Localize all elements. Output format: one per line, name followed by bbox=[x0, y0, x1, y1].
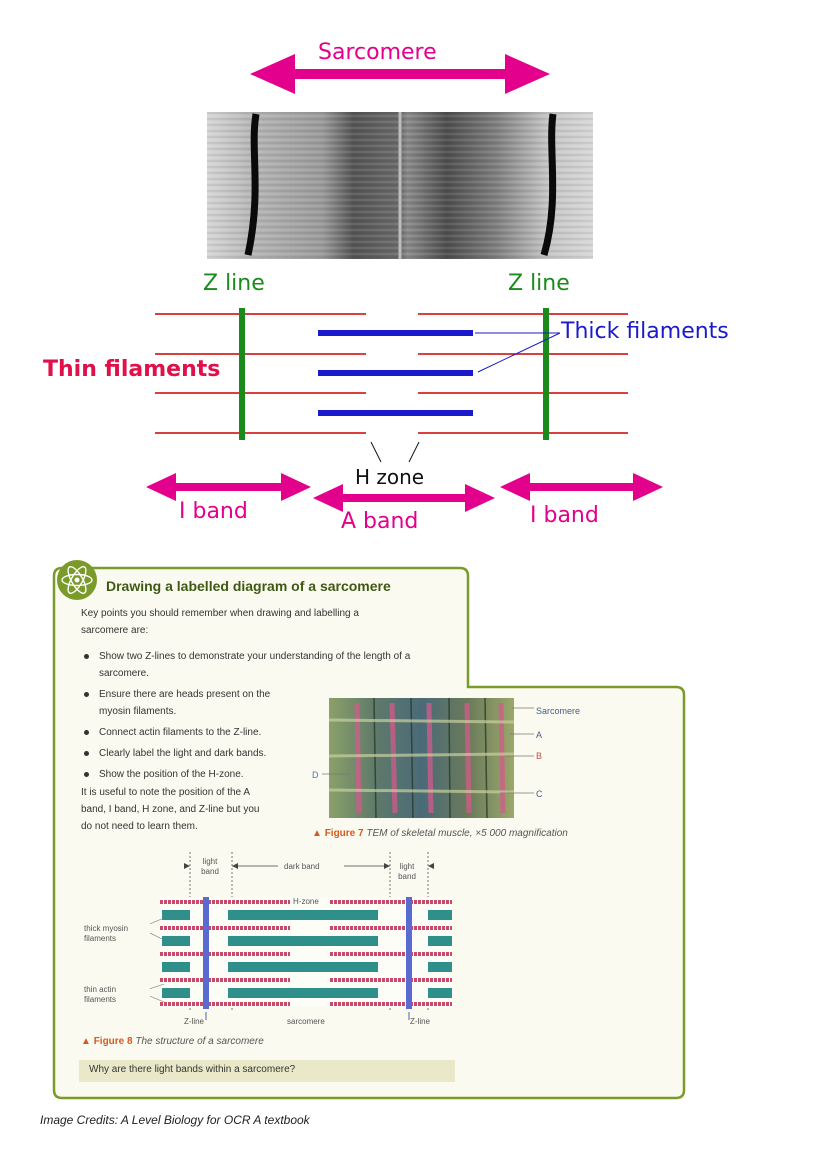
fig8-sarcomere: sarcomere bbox=[287, 1017, 325, 1026]
thin-filaments-label: Thin filaments bbox=[43, 357, 221, 382]
fig8-light-band-left: light band bbox=[201, 857, 219, 876]
fig8-h-zone: H-zone bbox=[293, 897, 319, 906]
i-band-left-label: I band bbox=[179, 499, 248, 524]
fig7-label-c: C bbox=[536, 789, 543, 799]
fig8-caption-number: Figure 8 bbox=[93, 1036, 133, 1047]
key-point: Ensure there are heads present on the my… bbox=[81, 686, 294, 720]
z-line-bars bbox=[203, 897, 412, 1009]
fig8-thick-myosin: thick myosin filaments bbox=[84, 924, 129, 943]
actin-filaments bbox=[160, 900, 452, 1006]
figure-7-pointers bbox=[322, 707, 534, 794]
figure-8-caption: ▲ Figure 8 The structure of a sarcomere bbox=[81, 1036, 264, 1047]
fig7-caption-number: Figure 7 bbox=[324, 828, 364, 839]
textbook-note: It is useful to note the position of the… bbox=[81, 787, 260, 832]
z-line-left-label: Z line bbox=[203, 271, 265, 296]
fig7-sarcomere-label: Sarcomere bbox=[536, 706, 581, 716]
sarcomere-label: Sarcomere bbox=[318, 40, 437, 65]
i-band-left-arrow bbox=[146, 473, 311, 501]
thick-filaments-lines bbox=[318, 330, 473, 416]
fig7-label-a: A bbox=[536, 730, 543, 740]
question-text: Why are there light bands within a sarco… bbox=[89, 1064, 296, 1075]
fig8-dark-band: dark band bbox=[284, 862, 320, 871]
fig7-label-b: B bbox=[536, 751, 543, 761]
a-band-label: A band bbox=[341, 509, 419, 534]
micrograph bbox=[207, 112, 593, 259]
sarcomere-top-diagram bbox=[146, 54, 663, 512]
h-zone-label: H zone bbox=[355, 465, 425, 489]
textbook-intro: Key points you should remember when draw… bbox=[81, 608, 359, 636]
fig8-caption-text: The structure of a sarcomere bbox=[135, 1036, 264, 1047]
i-band-right-label: I band bbox=[530, 503, 599, 528]
fig7-caption-text: TEM of skeletal muscle, ×5 000 magnifica… bbox=[366, 828, 568, 839]
fig8-z-line-left: Z-line bbox=[184, 1017, 205, 1026]
thick-filaments-label: Thick filaments bbox=[561, 319, 729, 344]
z-line-right-label: Z line bbox=[508, 271, 570, 296]
thin-filaments-lines bbox=[155, 313, 628, 434]
fig8-z-line-right: Z-line bbox=[410, 1017, 431, 1026]
figure-8-sarcomere-diagram bbox=[150, 852, 452, 1020]
a-band-arrow bbox=[313, 484, 495, 512]
z-lines bbox=[239, 308, 549, 440]
fig7-label-d: D bbox=[312, 770, 319, 780]
atom-icon bbox=[57, 560, 97, 600]
image-credits: Image Credits: A Level Biology for OCR A… bbox=[40, 1113, 310, 1127]
i-band-right-arrow bbox=[500, 473, 663, 501]
question-box: Why are there light bands within a sarco… bbox=[79, 1060, 455, 1082]
key-point: Connect actin filaments to the Z-line. bbox=[81, 724, 451, 741]
fig8-thin-actin: thin actin filaments bbox=[84, 985, 117, 1004]
figure-7-tem-image bbox=[329, 698, 514, 818]
myosin-filaments bbox=[162, 910, 452, 998]
sarcomere-arrow bbox=[250, 54, 550, 94]
key-point: Show the position of the H-zone. bbox=[81, 766, 451, 783]
fig8-light-band-right: light band bbox=[398, 862, 416, 881]
key-point: Clearly label the light and dark bands. bbox=[81, 745, 451, 762]
textbook-title: Drawing a labelled diagram of a sarcomer… bbox=[106, 578, 391, 594]
key-point: Show two Z-lines to demonstrate your und… bbox=[81, 648, 451, 682]
h-zone-ticks bbox=[370, 441, 420, 463]
key-points-list: Show two Z-lines to demonstrate your und… bbox=[81, 648, 451, 783]
figure-7-caption: ▲ Figure 7 TEM of skeletal muscle, ×5 00… bbox=[312, 828, 568, 839]
thick-filaments-pointers bbox=[475, 332, 561, 373]
